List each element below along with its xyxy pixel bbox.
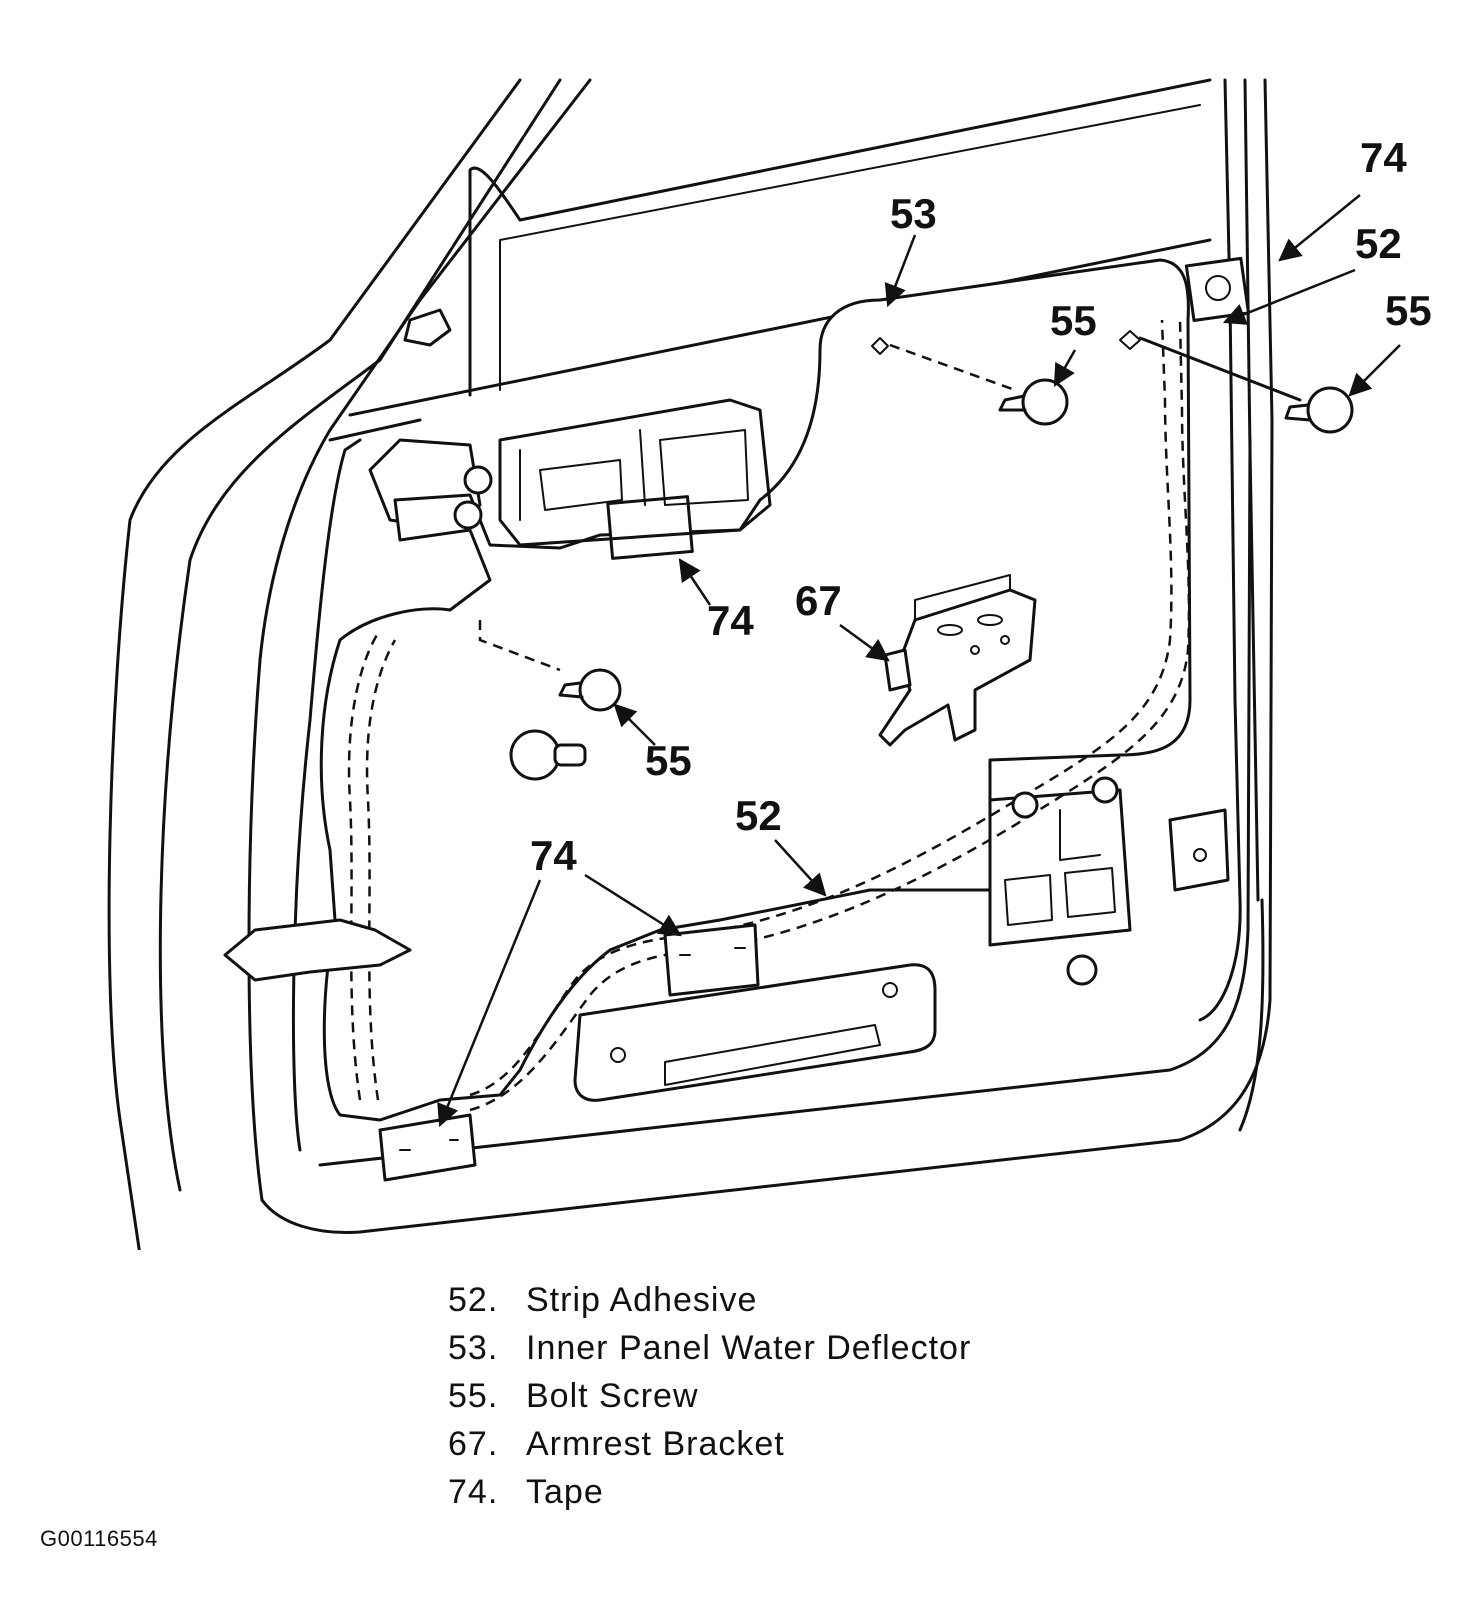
legend-number: 55.	[448, 1377, 499, 1415]
door-frame	[107, 78, 1274, 1250]
bolt-screws	[223, 330, 1354, 982]
legend-label: Armrest Bracket	[526, 1425, 785, 1463]
callout-67: 67	[795, 577, 842, 624]
figure-id: G00116554	[40, 1526, 158, 1551]
callout-74-bottom: 74	[530, 832, 577, 879]
legend-label: Bolt Screw	[526, 1377, 699, 1415]
legend-item: 74. Tape	[448, 1468, 971, 1516]
armrest-bracket	[878, 574, 1037, 747]
legend-number: 52.	[448, 1281, 499, 1319]
legend-item: 53. Inner Panel Water Deflector	[448, 1324, 971, 1372]
callout-74-mid: 74	[707, 597, 754, 644]
door-diagram: 53 74 52 55 55 74 67 55 52 74	[107, 78, 1432, 1250]
callout-55-left: 55	[645, 737, 692, 784]
strip-adhesive	[347, 319, 1191, 1112]
callout-52-bottom: 52	[735, 792, 782, 839]
callout-arrows	[437, 194, 1401, 1128]
legend-label: Inner Panel Water Deflector	[526, 1329, 972, 1367]
water-deflector	[319, 258, 1192, 1122]
callout-74-top: 74	[1360, 134, 1407, 181]
legend-item: 55. Bolt Screw	[448, 1372, 971, 1420]
callout-52-top: 52	[1355, 220, 1402, 267]
legend: 52. Strip Adhesive 53. Inner Panel Water…	[448, 1276, 971, 1516]
legend-item: 67. Armrest Bracket	[448, 1420, 971, 1468]
callout-53: 53	[890, 190, 937, 237]
legend-label: Strip Adhesive	[526, 1281, 758, 1319]
legend-item: 52. Strip Adhesive	[448, 1276, 971, 1324]
legend-number: 53.	[448, 1329, 499, 1367]
callout-55-top-right: 55	[1385, 287, 1432, 334]
latch-module	[453, 398, 772, 547]
callout-55-top-mid: 55	[1050, 297, 1097, 344]
legend-number: 74.	[448, 1473, 499, 1511]
lower-pocket	[573, 776, 1230, 1102]
legend-label: Tape	[526, 1473, 604, 1511]
legend-number: 67.	[448, 1425, 499, 1463]
